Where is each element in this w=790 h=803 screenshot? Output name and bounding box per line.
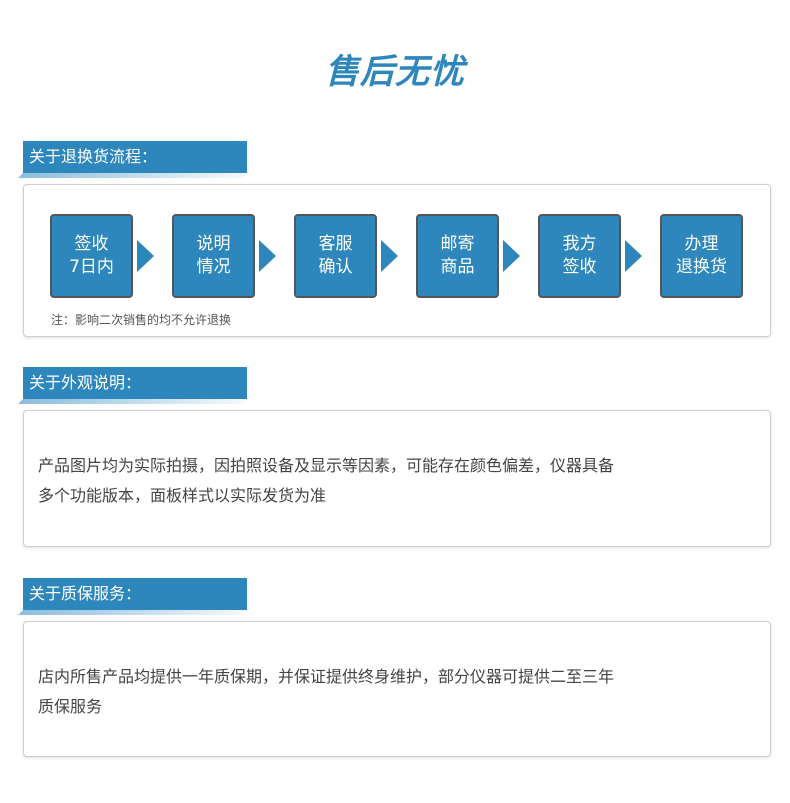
- flow-step-4-line1: 邮寄: [440, 234, 475, 254]
- arrow-right-icon: [381, 240, 398, 272]
- arrow-right-icon: [625, 240, 642, 272]
- flow-step-3: 客服 确认: [294, 214, 377, 298]
- flow-step-2: 说明 情况: [172, 214, 255, 298]
- appearance-text-line1: 产品图片均为实际拍摄，因拍照设备及显示等因素，可能存在颜色偏差，仪器具备: [38, 456, 615, 475]
- section-heading-returns: 关于退换货流程：: [23, 141, 247, 173]
- section-heading-appearance: 关于外观说明：: [23, 367, 247, 399]
- arrow-right-icon: [503, 240, 520, 272]
- flow-step-3-line2: 确认: [318, 257, 353, 277]
- flow-step-1-line2: 7日内: [69, 257, 114, 277]
- returns-note: 注：影响二次销售的均不允许退换: [51, 313, 232, 327]
- flow-step-4: 邮寄 商品: [416, 214, 499, 298]
- flow-step-1: 签收 7日内: [50, 214, 133, 298]
- flow-step-6: 办理 退换货: [660, 214, 743, 298]
- flow-step-5-line1: 我方: [562, 234, 597, 254]
- returns-flow-box: 签收 7日内 说明 情况 客服 确认 邮寄 商品 我方 签收 办理 退换货 注：…: [23, 184, 771, 337]
- flow-step-6-line1: 办理: [684, 234, 719, 254]
- warranty-box: 店内所售产品均提供一年质保期，并保证提供终身维护，部分仪器可提供二至三年 质保服…: [23, 621, 771, 757]
- flow-step-1-line1: 签收: [74, 234, 109, 254]
- flow-step-6-line2: 退换货: [676, 257, 727, 277]
- flow-step-5-line2: 签收: [562, 257, 597, 277]
- returns-flow: 签收 7日内 说明 情况 客服 确认 邮寄 商品 我方 签收 办理 退换货: [50, 214, 750, 298]
- page-title: 售后无忧: [325, 52, 465, 92]
- warranty-text-line2: 质保服务: [38, 697, 103, 716]
- warranty-text: 店内所售产品均提供一年质保期，并保证提供终身维护，部分仪器可提供二至三年 质保服…: [38, 662, 738, 722]
- flow-step-2-line2: 情况: [196, 257, 231, 277]
- flow-step-4-line2: 商品: [440, 257, 475, 277]
- arrow-right-icon: [259, 240, 276, 272]
- appearance-text: 产品图片均为实际拍摄，因拍照设备及显示等因素，可能存在颜色偏差，仪器具备 多个功…: [38, 451, 738, 511]
- flow-step-5: 我方 签收: [538, 214, 621, 298]
- arrow-right-icon: [137, 240, 154, 272]
- flow-step-2-line1: 说明: [196, 234, 231, 254]
- appearance-text-line2: 多个功能版本，面板样式以实际发货为准: [38, 486, 327, 505]
- appearance-box: 产品图片均为实际拍摄，因拍照设备及显示等因素，可能存在颜色偏差，仪器具备 多个功…: [23, 410, 771, 547]
- section-heading-warranty: 关于质保服务：: [23, 578, 247, 610]
- flow-step-3-line1: 客服: [318, 234, 353, 254]
- warranty-text-line1: 店内所售产品均提供一年质保期，并保证提供终身维护，部分仪器可提供二至三年: [38, 667, 615, 686]
